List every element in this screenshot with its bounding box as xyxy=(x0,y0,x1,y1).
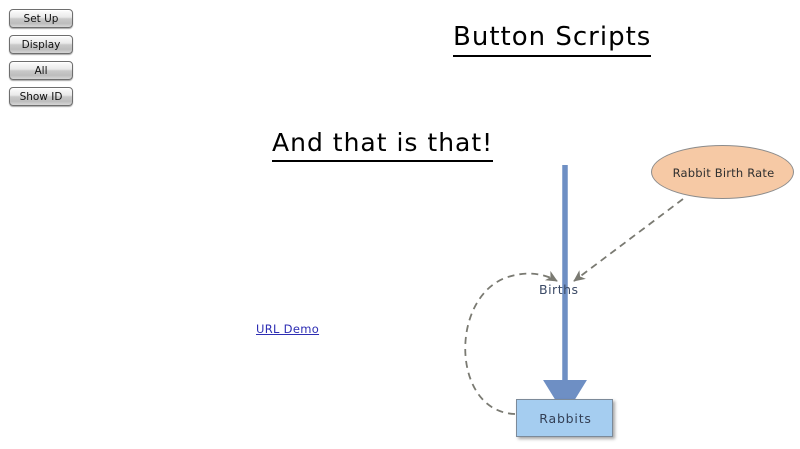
flow-label-births[interactable]: Births xyxy=(539,282,579,297)
display-button[interactable]: Display xyxy=(9,35,73,54)
page-subtitle-text: And that is that! xyxy=(272,128,494,162)
stock-rabbits[interactable]: Rabbits xyxy=(516,399,613,437)
page-title-text: Button Scripts xyxy=(453,22,652,57)
converter-rabbit-birth-rate-label: Rabbit Birth Rate xyxy=(672,166,775,180)
connector-birthrate-to-births xyxy=(573,198,684,282)
url-demo-link[interactable]: URL Demo xyxy=(256,322,320,336)
button-panel: Set Up Display All Show ID xyxy=(9,9,73,113)
page-subtitle: And that is that! xyxy=(272,128,494,162)
show-id-button[interactable]: Show ID xyxy=(9,87,73,106)
connector-rabbits-to-births xyxy=(464,270,558,415)
all-button[interactable]: All xyxy=(9,61,73,80)
stock-rabbits-label: Rabbits xyxy=(539,411,592,426)
page-title: Button Scripts xyxy=(453,22,652,57)
converter-rabbit-birth-rate[interactable]: Rabbit Birth Rate xyxy=(651,145,794,199)
set-up-button[interactable]: Set Up xyxy=(9,9,73,28)
